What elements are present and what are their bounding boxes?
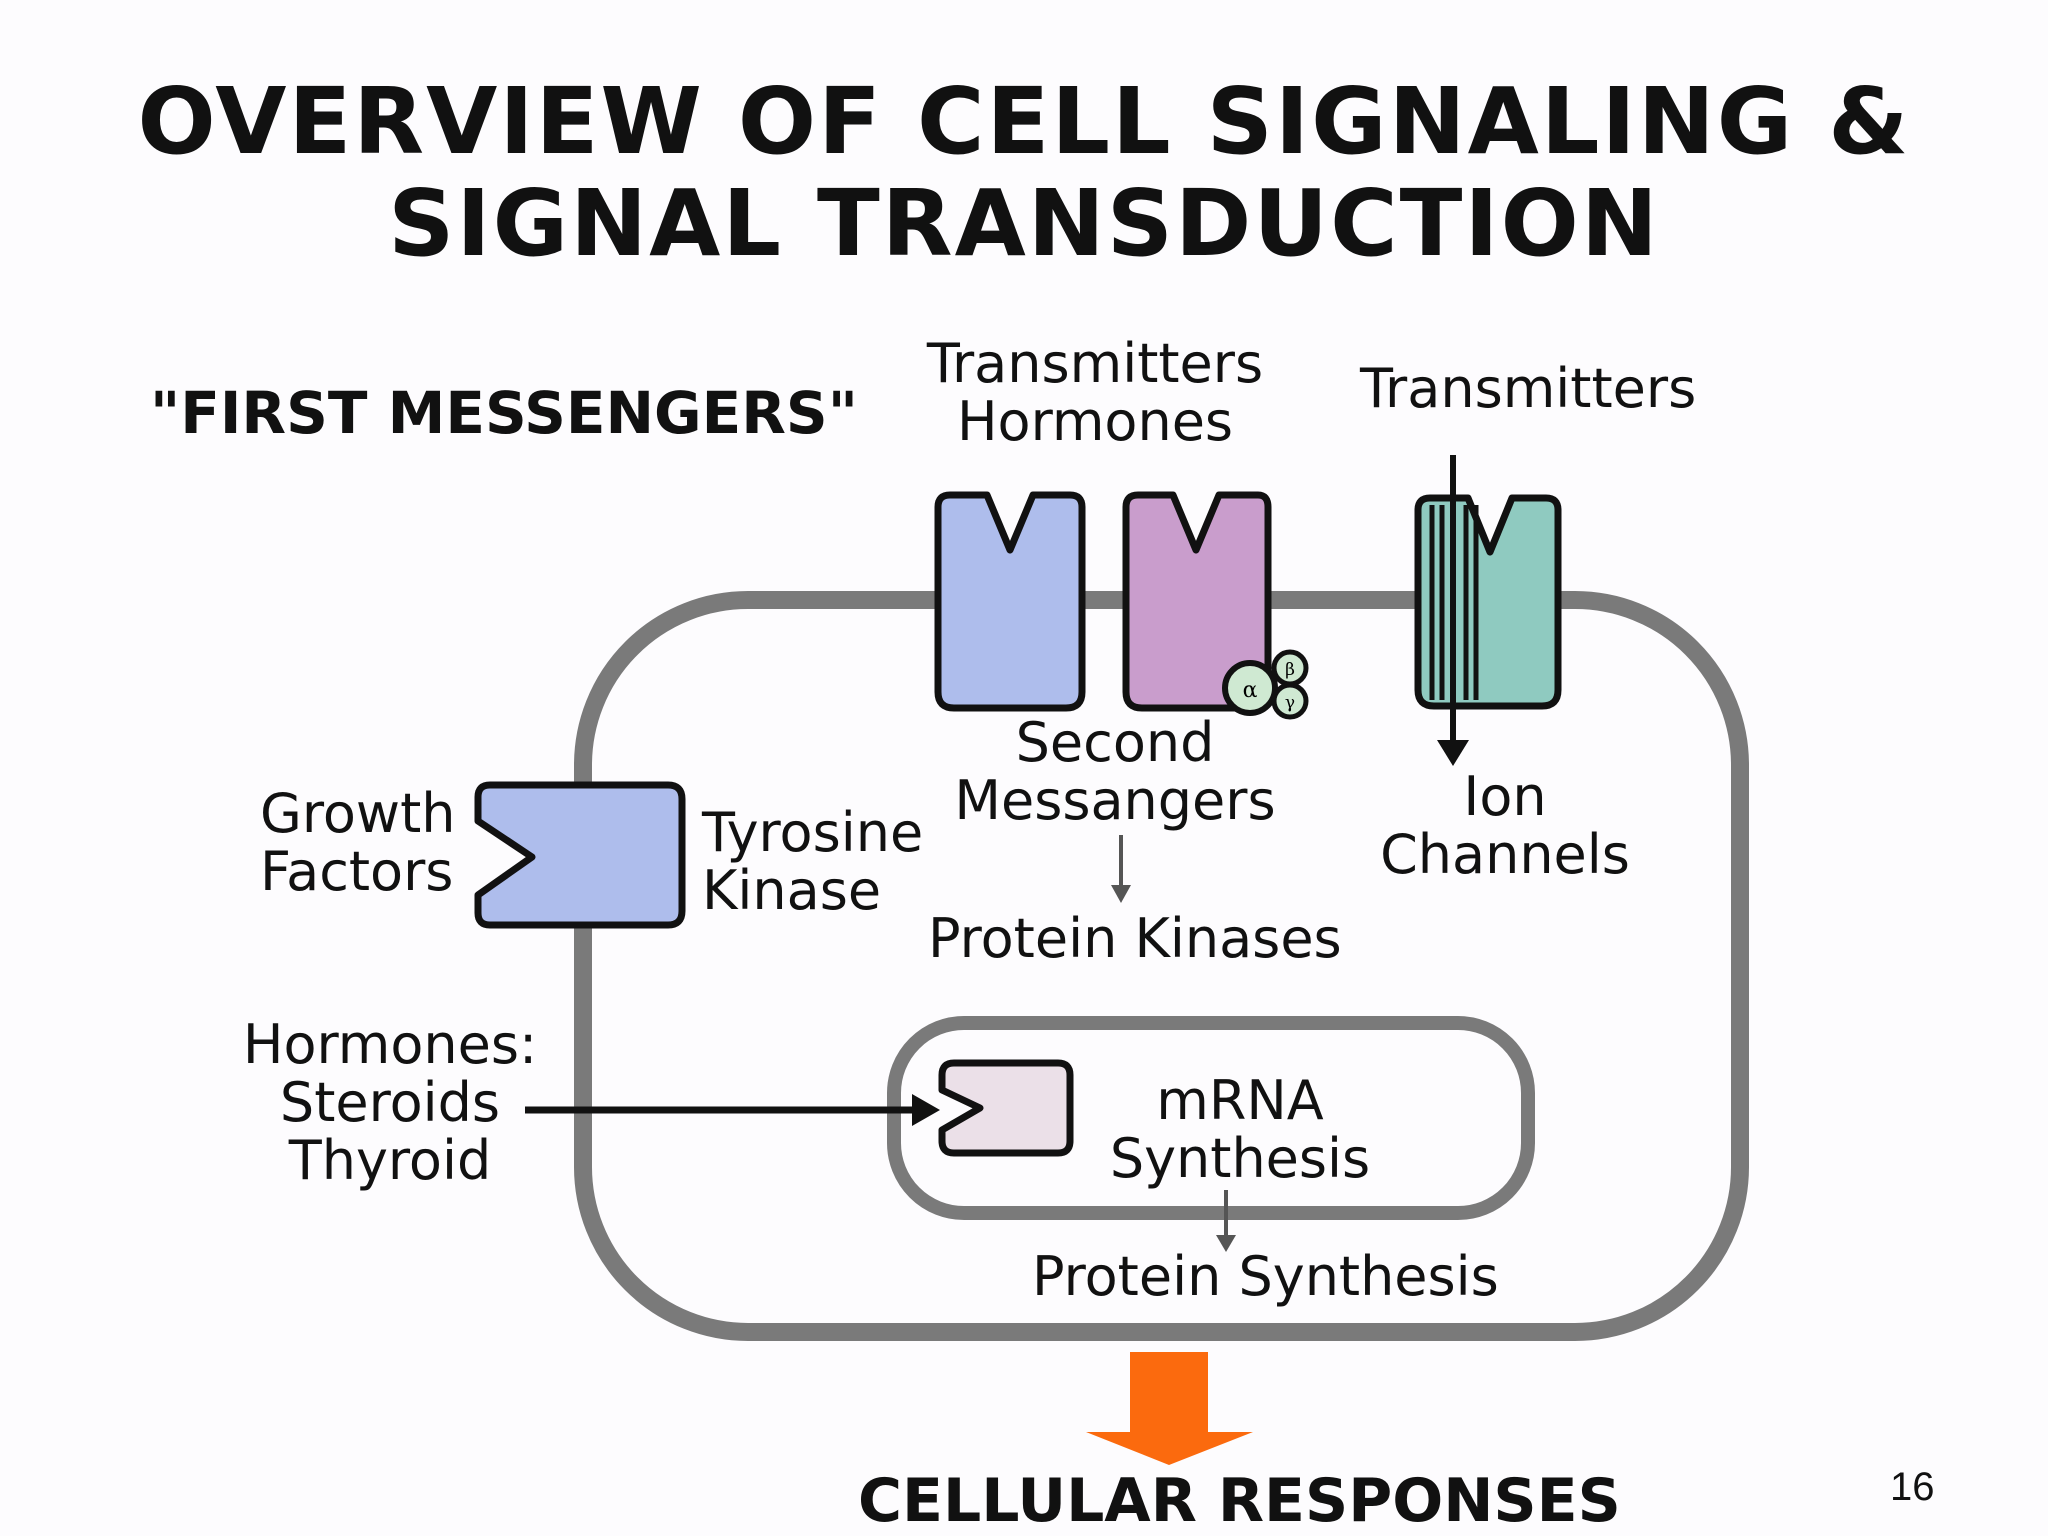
hormones-line-2: Hormones: xyxy=(242,1013,538,1076)
channels-line: Channels xyxy=(1380,823,1630,886)
messangers-line: Messangers xyxy=(954,769,1276,832)
g-alpha-label: α xyxy=(1243,678,1258,703)
page-number: 16 xyxy=(1890,1465,1935,1509)
transmitters-line: Transmitters xyxy=(926,332,1264,395)
transmitters-label: Transmitters xyxy=(1360,357,1697,420)
title-line-1: OVERVIEW OF CELL SIGNALING & xyxy=(137,68,1911,175)
title-line-2: SIGNAL TRANSDUCTION xyxy=(388,170,1660,277)
nuclear-receptor xyxy=(938,1059,1074,1157)
g-protein-alpha-icon xyxy=(1222,660,1278,716)
tyrosine-kinase-receptor xyxy=(474,781,686,929)
mrna-synthesis-label: mRNA Synthesis xyxy=(1100,1072,1380,1188)
protein-synthesis-label: Protein Synthesis xyxy=(1032,1245,1499,1308)
ion-channel-pore-lines xyxy=(1429,505,1479,700)
cellular-responses-label: CELLULAR RESPONSES xyxy=(858,1466,1621,1536)
transmitters-hormones-label: Transmitters Hormones xyxy=(920,335,1270,451)
second-line: Second xyxy=(1015,711,1215,774)
second-messengers-label: Second Messangers xyxy=(940,714,1290,830)
growth-factors-label: Growth Factors xyxy=(260,785,455,901)
receptor-transmitter-hormone-blue xyxy=(934,491,1086,712)
steroids-line: Steroids xyxy=(279,1071,501,1134)
g-gamma-label: γ xyxy=(1285,693,1295,713)
factors-line: Factors xyxy=(260,840,454,903)
ion-channels-label: Ion Channels xyxy=(1350,768,1660,884)
tyrosine-line: Tyrosine xyxy=(702,801,924,864)
ion-flow-arrowhead-icon xyxy=(1437,740,1469,766)
hormones-line: Hormones xyxy=(956,390,1234,453)
steroid-entry-arrowhead-icon xyxy=(912,1094,940,1126)
synthesis-line: Synthesis xyxy=(1109,1127,1371,1190)
g-protein-gamma-icon xyxy=(1271,682,1309,720)
hormones-steroids-thyroid-label: Hormones: Steroids Thyroid xyxy=(240,1016,540,1190)
growth-line: Growth xyxy=(260,782,456,845)
first-messengers-label: "FIRST MESSENGERS" xyxy=(150,379,858,447)
nucleus-membrane xyxy=(887,1016,1535,1220)
protein-kinases-label: Protein Kinases xyxy=(928,907,1342,970)
thyroid-line: Thyroid xyxy=(288,1129,492,1192)
mrna-to-protein-arrowhead-icon xyxy=(1216,1235,1236,1252)
mrna-line: mRNA xyxy=(1156,1069,1324,1132)
tyrosine-kinase-label: Tyrosine Kinase xyxy=(702,804,923,920)
kinase-line: Kinase xyxy=(702,859,882,922)
g-beta-label: β xyxy=(1285,660,1295,680)
ion-line: Ion xyxy=(1463,765,1547,828)
cellular-response-arrow xyxy=(1086,1352,1253,1465)
second-messenger-arrowhead-icon xyxy=(1111,885,1131,903)
ion-channel-receptor xyxy=(1414,494,1562,710)
